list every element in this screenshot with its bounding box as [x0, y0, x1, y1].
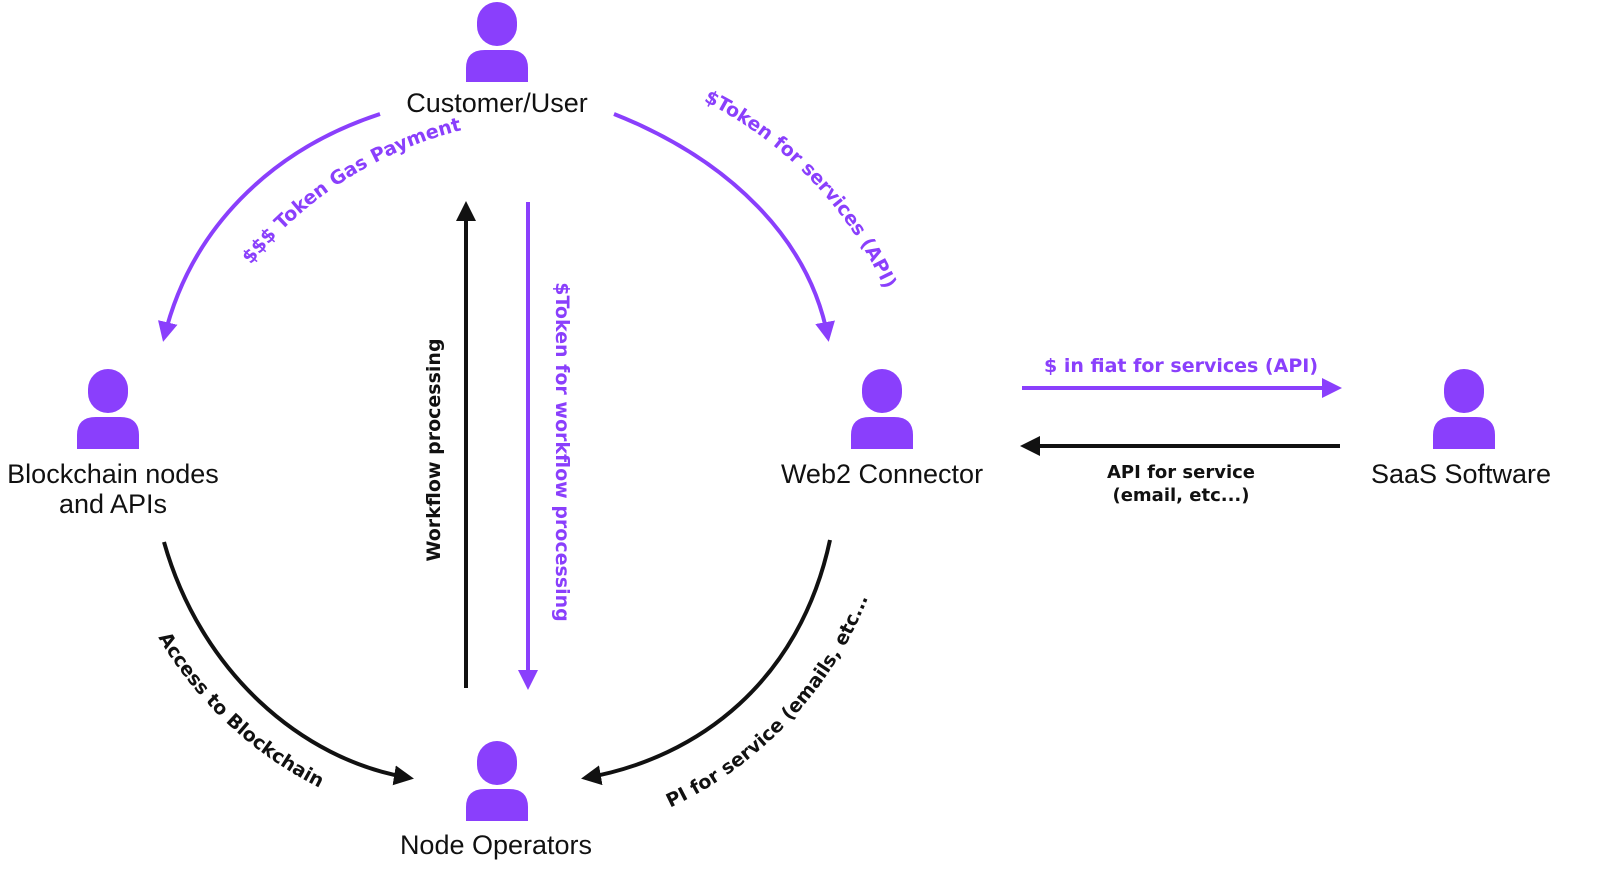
web2-label: Web2 Connector [781, 459, 983, 489]
token-workflow-label: $Token for workflow processing [551, 282, 573, 622]
blockchain-label-line1: Blockchain nodes [7, 459, 219, 489]
access-blockchains-arrow [162, 541, 414, 786]
token-services-arrow [613, 112, 835, 342]
web2-person-icon [851, 369, 913, 449]
access-blockchains-label: Access to Blockchains [0, 0, 328, 792]
operators-label: Node Operators [400, 830, 592, 860]
fiat-services-label: $ in fiat for services (API) [1044, 355, 1318, 377]
api-service-label-line1: API for service [1107, 462, 1255, 483]
api-service-label-line2: (email, etc...) [1112, 485, 1249, 506]
blockchain-person-icon [77, 369, 139, 449]
blockchain-label-line2: and APIs [59, 489, 167, 519]
customer-label: Customer/User [406, 88, 588, 118]
gas-payment-label: $$$ Token Gas Payment [238, 114, 463, 268]
customer-person-icon [466, 2, 528, 82]
saas-label: SaaS Software [1371, 459, 1551, 489]
api-emails-arrow [581, 539, 832, 786]
operators-person-icon [466, 741, 528, 821]
workflow-processing-label: Workflow processing [423, 338, 445, 561]
gas-payment-arrow [158, 112, 381, 342]
saas-person-icon [1433, 369, 1495, 449]
